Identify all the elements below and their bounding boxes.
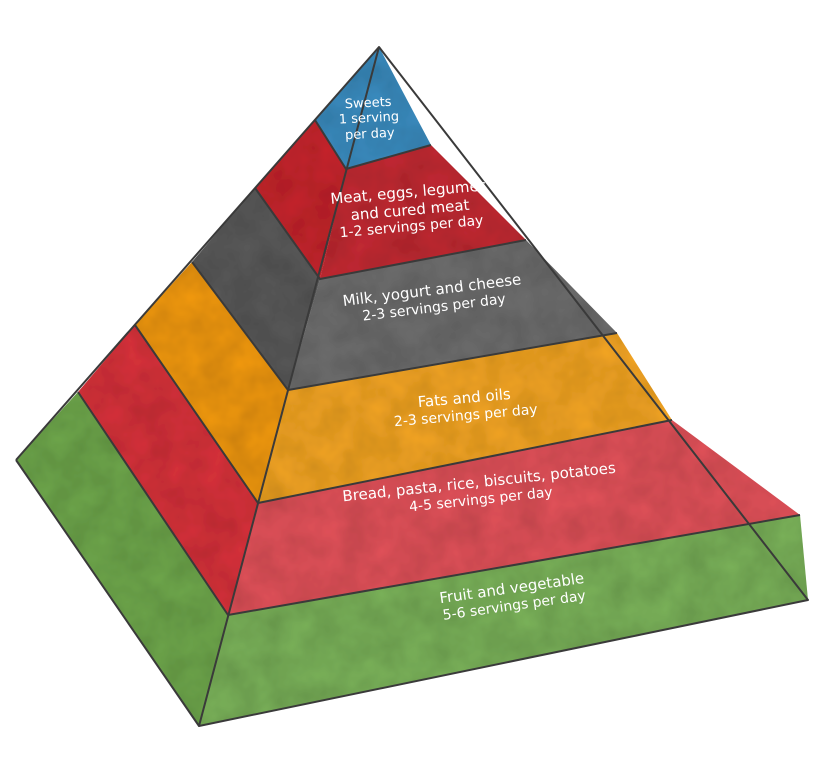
tier-label-sweets: Sweets 1 serving per day [323,94,415,145]
tier-side-fats [135,262,288,503]
tier-face-meat [320,145,526,279]
tier-face-bread [228,420,800,615]
pyramid-edges [15,46,809,727]
tier-side-milk [192,188,320,390]
tier-side-meat [255,120,346,279]
tier-side-bread [78,325,258,615]
tier-face-fruit [199,515,808,726]
tier-face-fats [258,333,672,503]
tier-face-milk [288,240,617,390]
tier-side-sweets [315,47,379,169]
tier-side-fruit [16,392,228,726]
